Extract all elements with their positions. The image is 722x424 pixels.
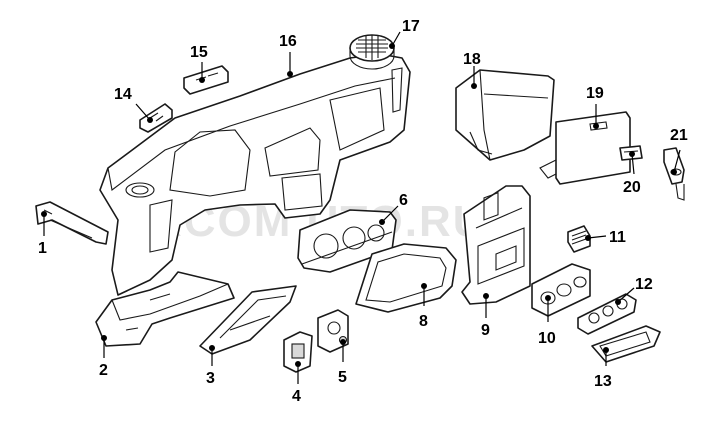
callout-15: 15 bbox=[190, 44, 208, 61]
callout-21: 21 bbox=[670, 127, 688, 144]
key-cylinder bbox=[663, 147, 685, 201]
callout-18: 18 bbox=[463, 51, 481, 68]
callout-19: 19 bbox=[586, 85, 604, 102]
storage-box bbox=[455, 69, 555, 161]
climate-control-unit bbox=[531, 263, 591, 317]
side-bracket bbox=[35, 201, 109, 245]
lid-panel bbox=[539, 111, 631, 185]
switch-small bbox=[283, 331, 313, 373]
switch-bezel-left bbox=[139, 103, 173, 133]
callout-14: 14 bbox=[114, 86, 132, 103]
callout-20: 20 bbox=[623, 179, 641, 196]
air-vent bbox=[567, 225, 591, 253]
center-panel bbox=[461, 185, 531, 305]
cluster-lens bbox=[355, 243, 457, 313]
under-cover bbox=[95, 271, 235, 347]
callout-8: 8 bbox=[419, 313, 428, 330]
callout-3: 3 bbox=[206, 370, 215, 387]
callout-10: 10 bbox=[538, 330, 556, 347]
callout-1: 1 bbox=[38, 240, 47, 257]
control-faceplate bbox=[577, 293, 637, 335]
callout-4: 4 bbox=[292, 388, 301, 405]
callout-11: 11 bbox=[609, 229, 626, 246]
switch-bezel-top bbox=[183, 65, 229, 95]
instrument-panel-assembly bbox=[99, 53, 411, 296]
speaker-grille bbox=[349, 34, 395, 70]
part-callouts: 1 2 3 4 5 6 8 9 10 11 12 13 14 15 16 17 bbox=[38, 18, 688, 405]
callout-17: 17 bbox=[402, 18, 420, 35]
callout-6: 6 bbox=[399, 192, 408, 209]
callout-12: 12 bbox=[635, 276, 653, 293]
callout-9: 9 bbox=[481, 322, 490, 339]
callout-16: 16 bbox=[279, 33, 297, 50]
callout-13: 13 bbox=[594, 373, 612, 390]
callout-5: 5 bbox=[338, 369, 347, 386]
coin-tray bbox=[591, 325, 661, 363]
callout-2: 2 bbox=[99, 362, 108, 379]
